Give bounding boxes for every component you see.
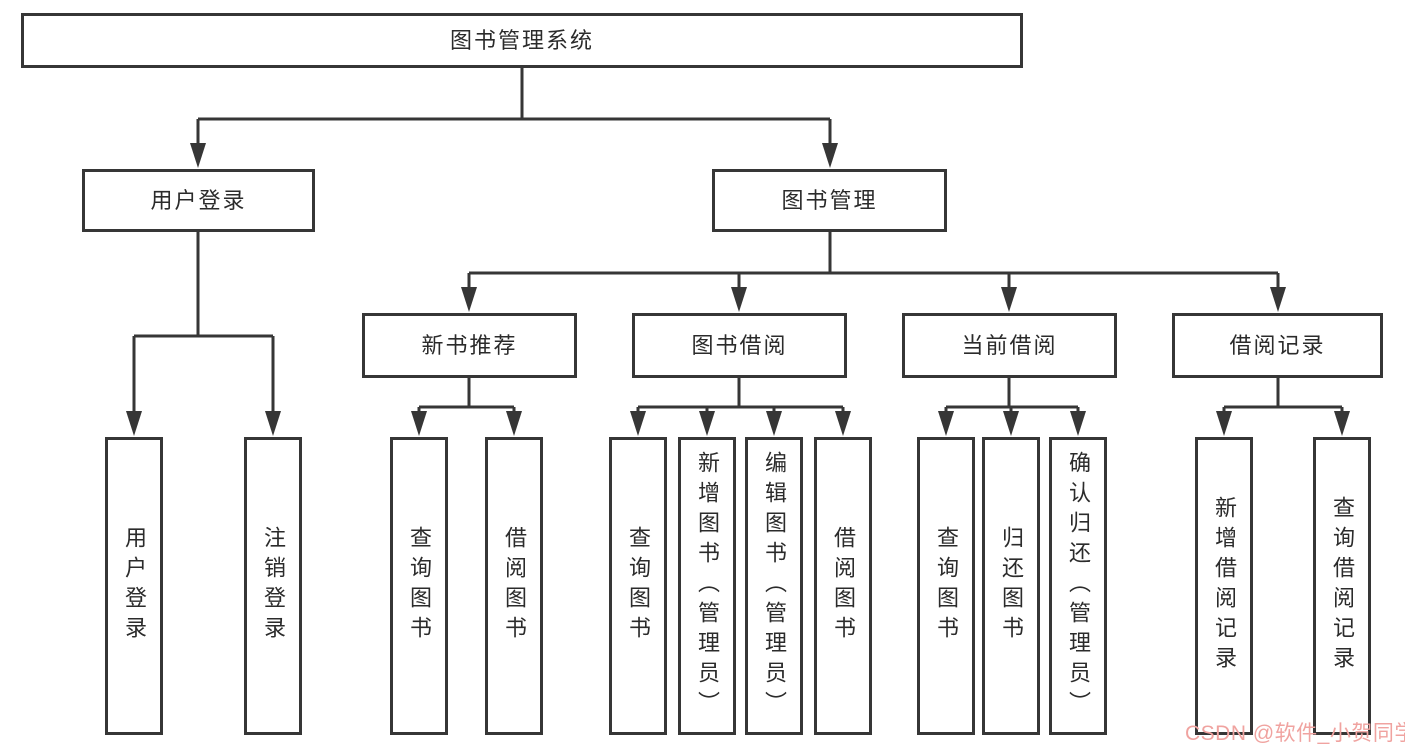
node-leaf-query-books-2: 查询图书	[609, 437, 667, 735]
node-book-management: 图书管理	[712, 169, 947, 232]
node-leaf-add-book-admin-label: 新增图书（管理员）	[695, 451, 720, 721]
node-leaf-logout-label: 注销登录	[261, 526, 286, 646]
node-leaf-edit-book-admin-label: 编辑图书（管理员）	[762, 451, 787, 721]
node-leaf-query-borrow-record-label: 查询借阅记录	[1330, 496, 1355, 676]
node-leaf-logout: 注销登录	[244, 437, 302, 735]
node-leaf-borrow-books-1: 借阅图书	[485, 437, 543, 735]
node-current-borrow: 当前借阅	[902, 313, 1117, 378]
node-leaf-confirm-return-admin: 确认归还（管理员）	[1049, 437, 1107, 735]
node-book-borrow-label: 图书借阅	[691, 332, 788, 358]
node-user-login-label: 用户登录	[150, 187, 247, 213]
node-leaf-query-books-1: 查询图书	[390, 437, 448, 735]
node-leaf-return-books: 归还图书	[982, 437, 1040, 735]
node-user-login: 用户登录	[82, 169, 315, 232]
node-leaf-user-login-label: 用户登录	[122, 526, 147, 646]
node-leaf-borrow-books-2: 借阅图书	[814, 437, 872, 735]
node-borrow-record: 借阅记录	[1172, 313, 1383, 378]
node-root: 图书管理系统	[21, 13, 1023, 68]
node-borrow-record-label: 借阅记录	[1229, 332, 1326, 358]
node-leaf-query-books-3: 查询图书	[917, 437, 975, 735]
csdn-watermark: CSDN @软件_小贺同学	[1185, 722, 1405, 745]
node-leaf-query-books-1-label: 查询图书	[407, 526, 432, 646]
node-leaf-add-borrow-record: 新增借阅记录	[1195, 437, 1253, 735]
node-leaf-add-book-admin: 新增图书（管理员）	[678, 437, 736, 735]
node-new-book-recommend-label: 新书推荐	[421, 332, 518, 358]
node-leaf-return-books-label: 归还图书	[999, 526, 1024, 646]
node-book-management-label: 图书管理	[781, 187, 878, 213]
node-leaf-borrow-books-1-label: 借阅图书	[502, 526, 527, 646]
node-leaf-query-books-2-label: 查询图书	[626, 526, 651, 646]
node-leaf-user-login: 用户登录	[105, 437, 163, 735]
node-leaf-confirm-return-admin-label: 确认归还（管理员）	[1066, 451, 1091, 721]
node-root-label: 图书管理系统	[449, 27, 594, 53]
node-book-borrow: 图书借阅	[632, 313, 847, 378]
node-leaf-edit-book-admin: 编辑图书（管理员）	[745, 437, 803, 735]
node-leaf-borrow-books-2-label: 借阅图书	[831, 526, 856, 646]
node-new-book-recommend: 新书推荐	[362, 313, 577, 378]
node-leaf-add-borrow-record-label: 新增借阅记录	[1212, 496, 1237, 676]
node-leaf-query-books-3-label: 查询图书	[934, 526, 959, 646]
node-current-borrow-label: 当前借阅	[961, 332, 1058, 358]
node-leaf-query-borrow-record: 查询借阅记录	[1313, 437, 1371, 735]
